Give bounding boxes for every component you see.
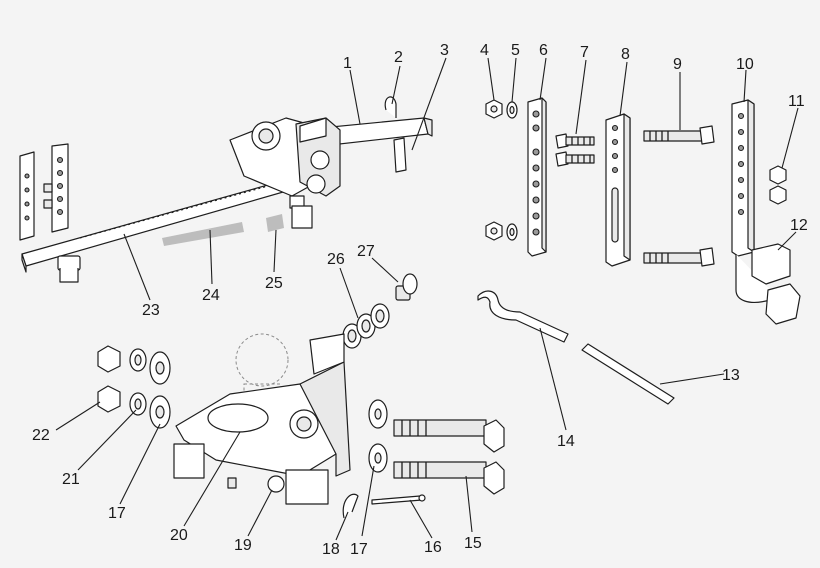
frame-bracket-left bbox=[19, 143, 69, 241]
hitch-head-exploded bbox=[173, 333, 351, 505]
callout-7: 7 bbox=[580, 44, 589, 61]
decal-25 bbox=[266, 214, 284, 232]
spring-bar-lift bbox=[477, 290, 675, 405]
lock-nuts bbox=[769, 165, 787, 205]
callout-11: 11 bbox=[788, 93, 805, 110]
clamp-plate bbox=[731, 99, 777, 303]
washer-set-26 bbox=[342, 303, 390, 349]
callout-10: 10 bbox=[736, 56, 754, 73]
u-clip-bracket bbox=[751, 243, 801, 325]
callout-14: 14 bbox=[557, 433, 575, 450]
washer-bottom bbox=[506, 223, 518, 241]
hex-nut-bottom bbox=[485, 221, 503, 241]
hitch-pin-assembled bbox=[384, 96, 407, 173]
lower-nuts-washers bbox=[97, 345, 171, 429]
callout-17-right: 17 bbox=[350, 541, 368, 558]
long-bolts bbox=[643, 125, 715, 267]
callout-2: 2 bbox=[394, 49, 403, 66]
callout-4: 4 bbox=[480, 42, 489, 59]
callout-21: 21 bbox=[62, 471, 80, 488]
decal-24 bbox=[162, 222, 244, 246]
assembled-hitch bbox=[19, 96, 433, 283]
callout-3: 3 bbox=[440, 42, 449, 59]
leader-lines bbox=[55, 57, 799, 541]
callout-20: 20 bbox=[170, 527, 188, 544]
callout-19: 19 bbox=[234, 537, 252, 554]
short-bolts bbox=[555, 133, 595, 167]
callout-25: 25 bbox=[265, 275, 283, 292]
callout-15: 15 bbox=[464, 535, 482, 552]
callout-5: 5 bbox=[511, 42, 520, 59]
callout-17-left: 17 bbox=[108, 505, 126, 522]
callout-27: 27 bbox=[357, 243, 375, 260]
callout-labels: 1 2 3 4 5 6 7 8 9 10 11 12 13 14 15 16 1… bbox=[32, 42, 808, 558]
hitch-head bbox=[229, 117, 341, 229]
hex-nut-top bbox=[485, 99, 503, 119]
callout-26: 26 bbox=[327, 251, 345, 268]
callout-8: 8 bbox=[621, 46, 630, 63]
callout-12: 12 bbox=[790, 217, 808, 234]
callout-22: 22 bbox=[32, 427, 50, 444]
callout-16: 16 bbox=[424, 539, 442, 556]
callout-9: 9 bbox=[673, 56, 682, 73]
callout-18: 18 bbox=[322, 541, 340, 558]
callout-1: 1 bbox=[343, 55, 352, 72]
hitch-ball-outline bbox=[235, 333, 289, 387]
washer-top bbox=[506, 101, 518, 119]
callout-24: 24 bbox=[202, 287, 220, 304]
callout-23: 23 bbox=[142, 302, 160, 319]
upper-hardware bbox=[485, 97, 801, 325]
slotted-bracket bbox=[605, 113, 631, 267]
adjustment-strap bbox=[527, 97, 547, 257]
lower-bolts bbox=[342, 399, 505, 519]
pivot-pin bbox=[395, 273, 418, 301]
spring-bar-clip bbox=[57, 255, 81, 283]
callout-6: 6 bbox=[539, 42, 548, 59]
callout-13: 13 bbox=[722, 367, 740, 384]
